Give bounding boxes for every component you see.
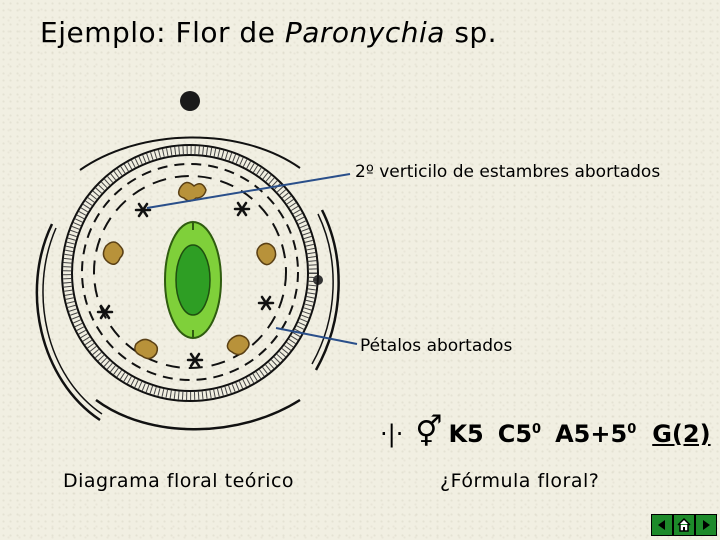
floral-formula: ·|· ⚥ K5 C50 A5+50 G(2): [380, 415, 711, 450]
page-title: Ejemplo: Flor de Paronychia sp.: [40, 16, 497, 49]
label-staminodes: 2º verticilo de estambres abortados: [355, 162, 661, 182]
stamen-left: [102, 241, 124, 265]
symmetry-symbol: ·|·: [380, 420, 404, 448]
pointer-line-petals: [275, 327, 358, 345]
perianth-ring-outer: [61, 144, 319, 402]
formula-androecium: A5+50: [555, 420, 636, 448]
label-aborted-petals: Pétalos abortados: [360, 336, 513, 356]
staminodes: [96, 201, 275, 368]
staminode-4: [257, 295, 275, 311]
pointer-line-staminodes: [146, 173, 351, 209]
formula-corolla-base: C5: [497, 420, 533, 448]
forward-button[interactable]: [695, 514, 717, 536]
navigation-bar: [651, 514, 717, 536]
staminode-3: [96, 304, 114, 320]
back-arrow-icon: [658, 520, 665, 530]
home-icon: [677, 517, 691, 532]
stamen-bottom-right: [226, 334, 250, 356]
caption-floral-diagram: Diagrama floral teórico: [63, 470, 295, 492]
formula-corolla: C50: [498, 420, 541, 448]
home-button[interactable]: [673, 514, 695, 536]
staminode-1: [134, 202, 152, 218]
sepal-arc-bottom: [95, 398, 301, 431]
stamens: [102, 181, 277, 360]
dashed-whorl-inner: [93, 175, 287, 369]
formula-androecium-base: A5+5: [555, 420, 628, 448]
axis-dot: [180, 91, 200, 111]
back-button[interactable]: [651, 514, 673, 536]
hermaphrodite-icon: ⚥: [415, 415, 443, 450]
title-prefix: Ejemplo: Flor de: [40, 16, 285, 49]
formula-calyx: K5: [448, 420, 484, 448]
dashed-whorl-outer: [81, 163, 299, 381]
staminode-2: [233, 201, 251, 217]
title-suffix: sp.: [444, 16, 498, 49]
sepal-arc-left: [35, 223, 101, 422]
formula-corolla-sup: 0: [532, 422, 542, 437]
staminode-5: [186, 352, 204, 368]
stamen-bottom-left: [134, 338, 159, 360]
formula-androecium-sup: 0: [627, 422, 637, 437]
sepal-arc-left-inner: [42, 227, 103, 415]
forward-arrow-icon: [703, 520, 710, 530]
sepal-arc-right-inner: [311, 213, 334, 365]
stamen-top: [177, 181, 207, 202]
stamen-right: [256, 242, 277, 266]
formula-gynoecium: G(2): [652, 420, 711, 448]
perianth-ring-inner: [71, 154, 309, 392]
title-species: Paronychia: [284, 16, 445, 49]
caption-floral-formula-question: ¿Fórmula floral?: [440, 470, 600, 492]
perianth-hatching: [63, 146, 317, 400]
sepal-arc-top: [79, 136, 301, 171]
ovary-inner: [175, 244, 211, 316]
sepal-arc-right: [314, 209, 340, 371]
